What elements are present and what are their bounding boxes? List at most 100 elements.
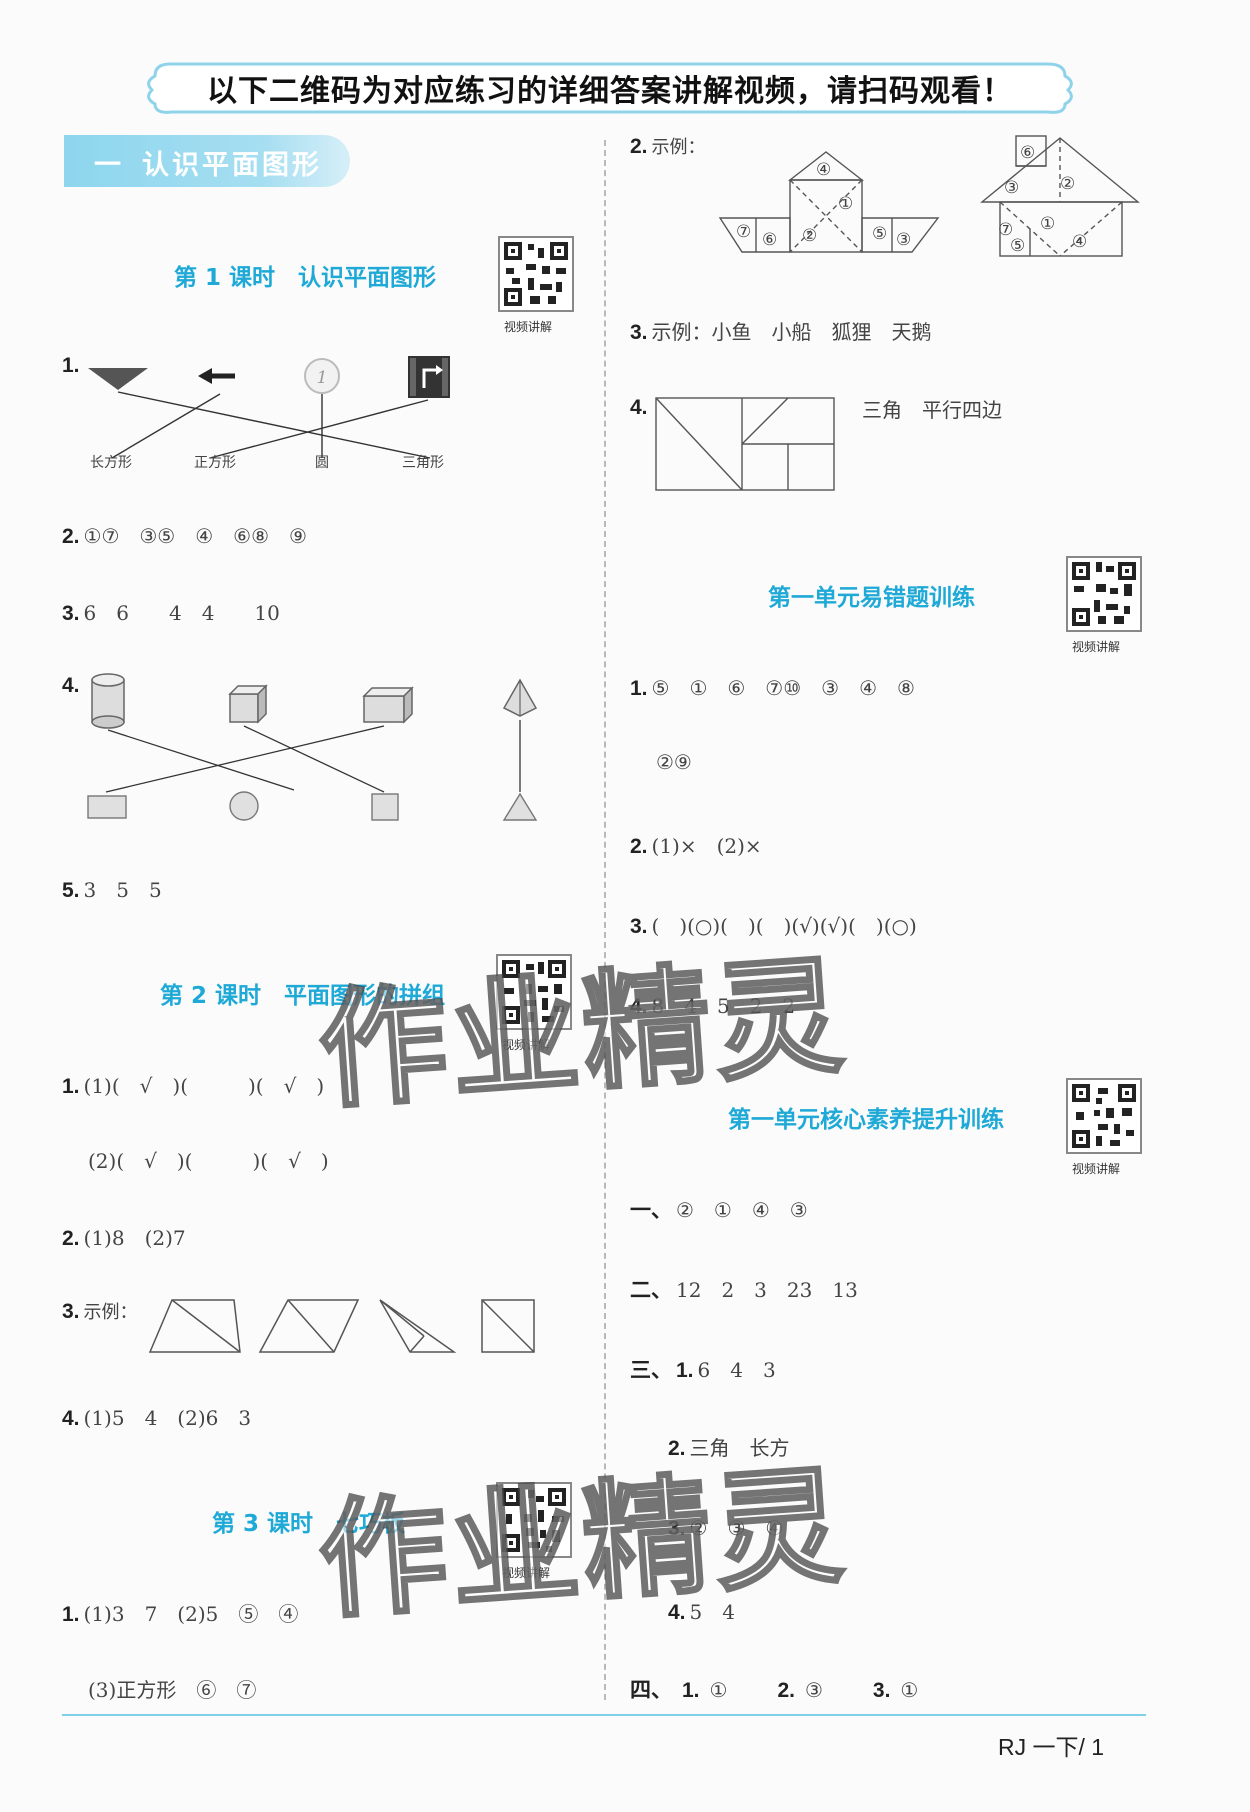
l2-q3-figures (148, 1299, 535, 1353)
column-divider (604, 140, 606, 1700)
m-q4: 4.8 4 5 2 2 (630, 990, 795, 1019)
cuboid-icon (362, 686, 414, 724)
l1-q3-number: 3. (62, 602, 80, 625)
header-banner: 以下二维码为对应练习的详细答案讲解视频，请扫码观看！ (140, 56, 1080, 120)
c-part-3-answer-1: 6 4 3 (697, 1358, 776, 1382)
l2-q3: 3.示例： (62, 1298, 138, 1324)
qr-code-core[interactable] (1066, 1078, 1142, 1154)
l1-q4-solids-figure (87, 673, 538, 821)
l1-q5-number: 5. (62, 879, 80, 902)
boat-mark-7: ⑦ (736, 222, 752, 242)
l2-q1-line1: 1.(1)( √ )( )( √ ) (62, 1070, 324, 1099)
unit-tag: 一 认识平面图形 (64, 135, 350, 187)
l2-q1-answer-1: (1)( √ )( )( √ ) (83, 1074, 325, 1098)
qr-icon (502, 960, 566, 1024)
r-q4-rectangle-figure (655, 397, 835, 491)
house-mark-3: ③ (1004, 178, 1020, 198)
pyramid-icon (502, 678, 538, 717)
house-mark-5: ⑤ (1010, 236, 1026, 256)
c-part-3-number: 三、 (630, 1359, 672, 1382)
m-q4-answer: 8 4 5 2 2 (651, 994, 796, 1018)
qr-caption: 视频讲解 (1072, 640, 1121, 654)
l1-q5-answer: 3 5 5 (83, 878, 162, 902)
square-face-icon (371, 793, 399, 821)
c-part-3-sub1: 1. (676, 1359, 694, 1382)
l3-q1-line2: (3)正方形 ⑥ ⑦ (88, 1674, 256, 1703)
l2-q2-number: 2. (62, 1227, 80, 1250)
label-circle: 圆 (315, 455, 329, 471)
c-part-3-sub2: 2. (668, 1437, 686, 1460)
lesson-1-title: 第 1 课时 认识平面图形 (174, 265, 437, 291)
l2-q1-number: 1. (62, 1075, 80, 1098)
trapezoid-figure (148, 1299, 241, 1353)
l2-q3-number: 3. (62, 1300, 80, 1323)
r-q2-label: 示例： (651, 137, 706, 158)
c-part-4-sub1: 1. (682, 1679, 700, 1702)
l2-q1-line2: (2)( √ )( )( √ ) (88, 1145, 329, 1174)
unit-title: 认识平面图形 (142, 150, 322, 181)
l2-q1-answer-2: (2)( √ )( )( √ ) (88, 1149, 329, 1173)
boat-mark-3: ③ (896, 230, 912, 250)
l3-q1-answer-2: (3)正方形 ⑥ ⑦ (88, 1678, 257, 1702)
boat-mark-6: ⑥ (762, 230, 778, 250)
m-q1-answer-2: ②⑨ (656, 750, 692, 774)
c-part-3-answer-4: 5 4 (689, 1600, 735, 1624)
m-q4-number: 4. (630, 995, 648, 1018)
r-q2: 2.示例： (630, 133, 706, 159)
c-part-3-q1: 三、1.6 4 3 (630, 1354, 776, 1384)
c-part-4: 四、 1.① 2.③ 3.① (630, 1674, 918, 1704)
c-part-4-number: 四、 (630, 1679, 672, 1702)
m-q2: 2.(1)× (2)× (630, 830, 762, 859)
l1-q1-number: 1. (62, 354, 80, 377)
c-part-4-answer-1: ① (709, 1678, 728, 1702)
page-footer: RJ 一下/ 1 (998, 1734, 1105, 1760)
c-part-3-answer-3: ② ③ ④ (689, 1516, 784, 1540)
qr-code-lesson-3[interactable] (496, 1482, 572, 1558)
c-part-3-q4: 4.5 4 (668, 1596, 735, 1625)
c-part-4-sub2: 2. (777, 1679, 795, 1702)
rectangle-face-icon (87, 795, 127, 819)
c-part-3-q2: 2.三角 长方 (668, 1432, 790, 1461)
c-part-3-sub4: 4. (668, 1601, 686, 1624)
qr-code-lesson-2[interactable] (496, 954, 572, 1030)
r-q3-number: 3. (630, 321, 648, 344)
circle-face-icon (229, 791, 259, 821)
qr-caption: 视频讲解 (504, 320, 553, 334)
c-part-1-answer: ② ① ④ ③ (676, 1198, 808, 1222)
banner-cloud-frame (147, 62, 1073, 114)
c-part-4-sub3: 3. (872, 1679, 891, 1702)
qr-icon (1072, 1084, 1136, 1148)
mistakes-title: 第一单元易错题训练 (768, 585, 975, 611)
unit-number: 一 (94, 150, 121, 181)
r-q3-answer: 示例：小鱼 小船 狐狸 天鹅 (651, 320, 932, 344)
coin-value: 1 (317, 368, 328, 388)
c-part-1: 一、② ① ④ ③ (630, 1194, 808, 1224)
m-q1-line2: ②⑨ (656, 750, 692, 774)
house-mark-1: ① (1040, 214, 1056, 234)
lesson-3-title: 第 3 课时 七巧板 (212, 1511, 406, 1537)
l3-q1-line1: 1.(1)3 7 (2)5 ⑤ ④ (62, 1598, 298, 1627)
qr-icon (502, 1488, 566, 1552)
tangram-house-figure (980, 135, 1140, 257)
l1-q1-matching-figure: 1 (88, 356, 450, 459)
triangle-face-icon (502, 792, 538, 821)
r-q3: 3.示例：小鱼 小船 狐狸 天鹅 (630, 316, 932, 345)
qr-code-lesson-1[interactable] (498, 236, 574, 312)
m-q3-answer: ( )(○)( )( )(√)(√)( )(○) (651, 914, 917, 938)
watermark-upper: 作业精灵 (313, 940, 853, 1128)
l2-q2: 2.(1)8 (2)7 (62, 1222, 186, 1251)
tangram-boat-figure (718, 151, 940, 253)
l1-q4-number: 4. (62, 674, 80, 697)
house-mark-7: ⑦ (998, 220, 1014, 240)
r-q4-number: 4. (630, 396, 648, 419)
triangle-split-figure (379, 1299, 457, 1353)
label-rectangle: 长方形 (90, 455, 132, 471)
l2-q4-number: 4. (62, 1407, 80, 1430)
house-mark-2: ② (1060, 174, 1076, 194)
qr-icon (1072, 562, 1136, 626)
r-q4-answer: 三角 平行四边 (862, 398, 1002, 422)
qr-code-mistakes[interactable] (1066, 556, 1142, 632)
footer-rule (62, 1714, 1146, 1716)
parallelogram-figure (258, 1299, 360, 1353)
l1-q2-answer: ①⑦ ③⑤ ④ ⑥⑧ ⑨ (83, 524, 307, 548)
